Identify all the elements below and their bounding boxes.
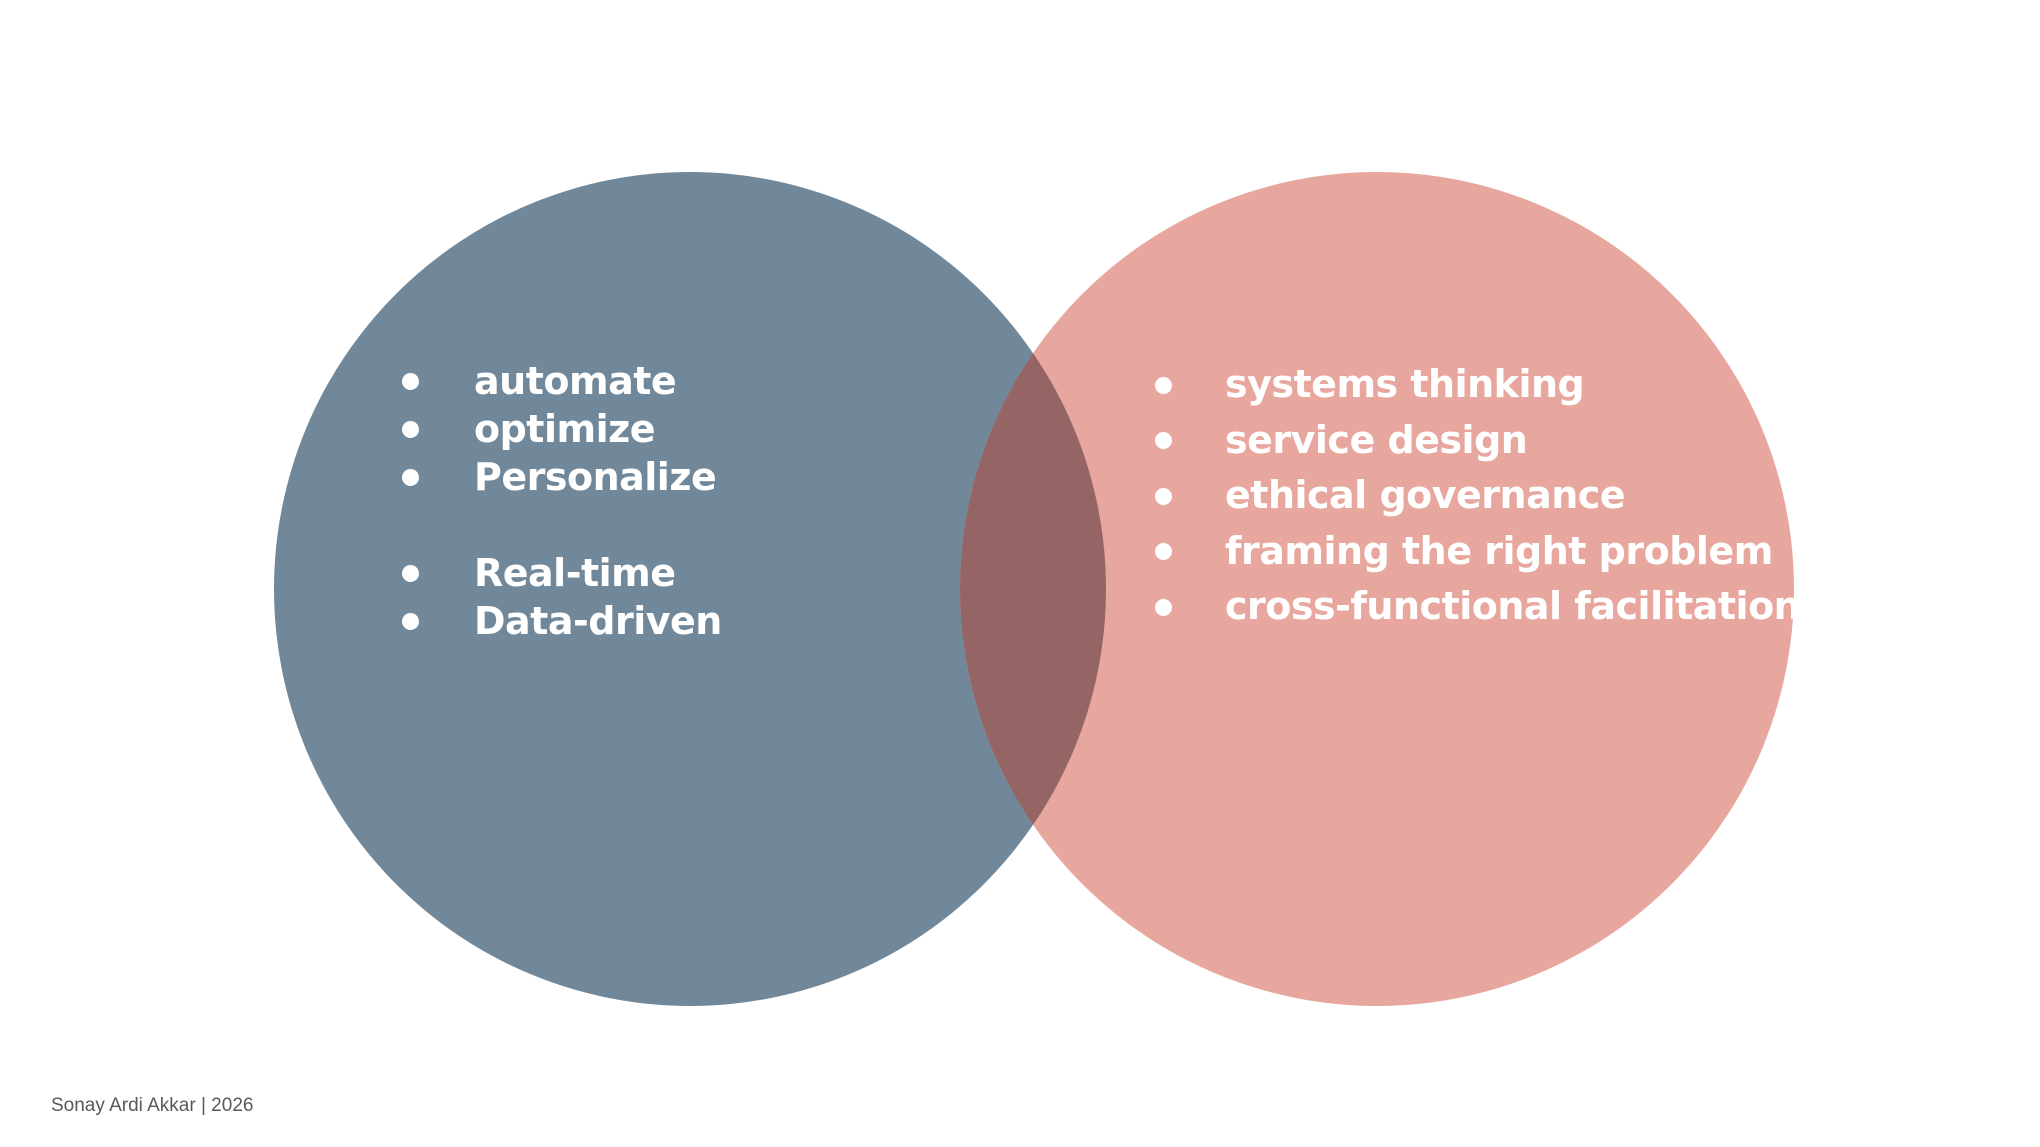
right-circle-list: systems thinking service design ethical … <box>1155 357 1801 635</box>
list-item-label: framing the right problem <box>1225 528 1773 573</box>
bullet-icon <box>1155 543 1172 561</box>
list-item: systems thinking <box>1155 357 1800 413</box>
bullet-icon <box>402 421 419 438</box>
list-item-label: Personalize <box>474 455 717 499</box>
list-item: automate <box>402 357 722 405</box>
bullet-icon <box>402 565 419 582</box>
list-item: framing the right problem <box>1155 524 1800 580</box>
bullet-icon <box>1155 432 1172 450</box>
bullet-icon <box>1155 376 1172 394</box>
list-item: optimize <box>402 405 722 453</box>
list-item-label: cross-functional facilitation <box>1225 584 1801 628</box>
bullet-icon <box>1155 598 1172 616</box>
list-item: Personalize <box>402 453 722 501</box>
bullet-icon <box>402 373 419 390</box>
list-item-label: ethical governance <box>1225 473 1626 517</box>
footer-credit: Sonay Ardi Akkar | 2026 <box>51 1095 254 1116</box>
list-item: service design <box>1155 413 1800 469</box>
list-item-label: Real-time <box>474 551 676 595</box>
bullet-icon <box>402 613 419 630</box>
list-item-label: Data-driven <box>474 599 722 643</box>
list-item: Real-time <box>402 549 722 597</box>
list-item-label: service design <box>1225 417 1528 462</box>
list-item-label: systems thinking <box>1225 362 1585 406</box>
list-item: Data-driven <box>402 597 722 645</box>
list-item-label: automate <box>474 359 677 403</box>
bullet-icon <box>1155 487 1172 505</box>
left-circle-list: automate optimize Personalize Real-time … <box>402 357 722 645</box>
list-item-label: optimize <box>474 407 656 451</box>
bullet-icon <box>402 469 419 486</box>
list-item: ethical governance <box>1155 468 1800 524</box>
left-circle <box>274 172 1106 1006</box>
list-item: cross-functional facilitation <box>1155 579 1801 635</box>
